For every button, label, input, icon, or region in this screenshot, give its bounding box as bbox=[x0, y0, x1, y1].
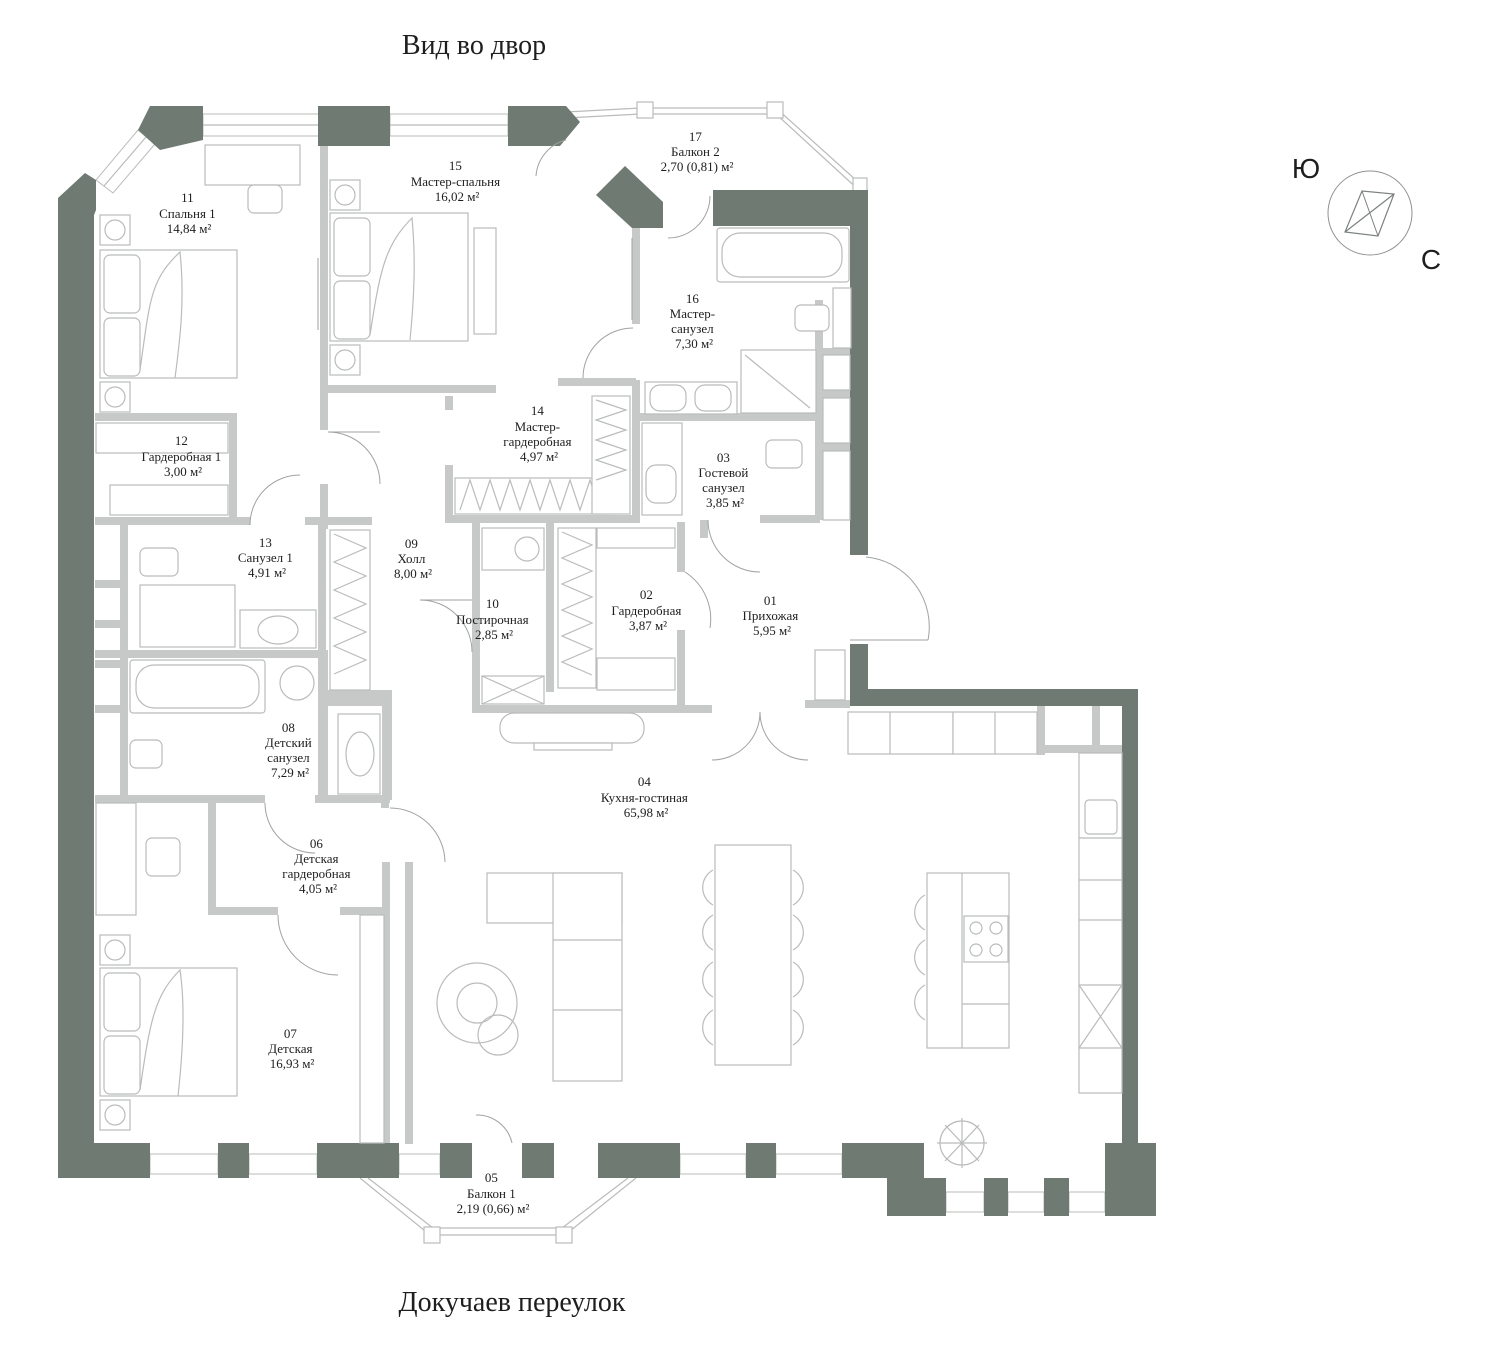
dining-table-icon bbox=[714, 844, 792, 1066]
compass: Ю С bbox=[1292, 153, 1441, 275]
plant-icon bbox=[937, 1118, 987, 1168]
partition-walls bbox=[95, 135, 1127, 1144]
room-09-label: 09 Холл 8,00 м² bbox=[394, 536, 432, 581]
exterior-walls bbox=[58, 106, 1156, 1216]
room-14-label: 14 Мастер- гардеробная 4,97 м² bbox=[503, 403, 574, 464]
shower-icon bbox=[740, 349, 817, 414]
room-01-label: 01 Прихожая 5,95 м² bbox=[742, 593, 801, 638]
room-16-label: 16 Мастер- санузел 7,30 м² bbox=[670, 291, 719, 351]
room-17-label: 17 Балкон 2 2,70 (0,81) м² bbox=[661, 129, 734, 174]
room-11-label: 11 Спальня 1 14,84 м² bbox=[159, 190, 219, 236]
room-13-label: 13 Санузел 1 4,91 м² bbox=[238, 535, 296, 580]
sink-icon bbox=[649, 384, 687, 412]
bottom-street-label: Докучаев переулок bbox=[399, 1287, 626, 1318]
compass-arrow-icon bbox=[1344, 190, 1395, 237]
room-07-label: 07 Детская 16,93 м² bbox=[268, 1026, 316, 1071]
room-02-label: 02 Гардеробная 3,87 м² bbox=[611, 587, 684, 633]
room-03-label: 03 Гостевой санузел 3,85 м² bbox=[698, 450, 751, 510]
balcony-1-outline bbox=[359, 1177, 637, 1244]
room-labels: 01 Прихожая 5,95 м² 02 Гардеробная 3,87 … bbox=[142, 129, 801, 1216]
kitchen-sink-icon bbox=[1084, 799, 1118, 835]
doors bbox=[249, 139, 930, 1144]
windows bbox=[95, 113, 1106, 1213]
room-04-label: 04 Кухня-гостиная 65,98 м² bbox=[601, 774, 691, 820]
compass-north-label: С bbox=[1421, 244, 1441, 275]
room-15-label: 15 Мастер-спальня 16,02 м² bbox=[411, 158, 504, 204]
compass-south-label: Ю bbox=[1292, 153, 1320, 184]
sink-icon bbox=[694, 384, 732, 412]
room-05-label: 05 Балкон 1 2,19 (0,66) м² bbox=[457, 1170, 530, 1216]
room-12-label: 12 Гардеробная 1 3,00 м² bbox=[142, 433, 225, 479]
sofa-icon bbox=[552, 872, 623, 1082]
room-10-label: 10 Постирочная 2,85 м² bbox=[456, 596, 532, 642]
toilet-icon bbox=[794, 304, 830, 332]
room-06-label: 06 Детская гардеробная 4,05 м² bbox=[282, 836, 353, 896]
furniture bbox=[95, 144, 1123, 1168]
balcony-2-outline bbox=[565, 101, 868, 193]
room-08-label: 08 Детский санузел 7,29 м² bbox=[265, 720, 315, 780]
top-view-label: Вид во двор bbox=[402, 30, 546, 61]
